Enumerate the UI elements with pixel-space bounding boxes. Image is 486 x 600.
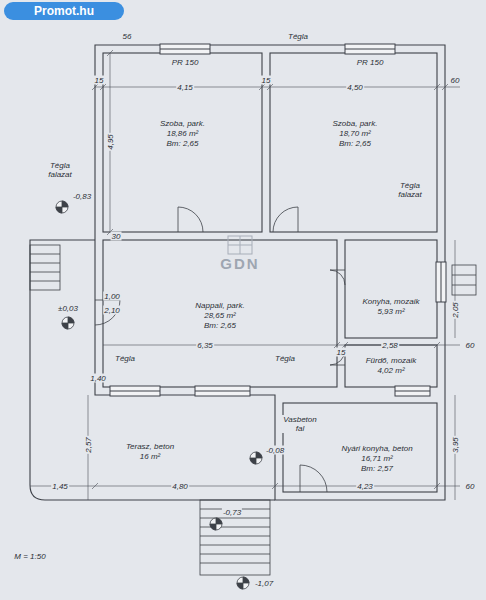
plan-annotation: 2,05 xyxy=(451,301,460,319)
room-label-box: Fürdő, mozaik4,02 m² xyxy=(348,352,434,380)
plan-annotation: M = 1:50 xyxy=(13,552,46,561)
plan-annotation: 6,35 xyxy=(196,341,214,350)
plan-annotation: 60 xyxy=(465,341,476,350)
plan-annotation: 2,57 xyxy=(84,436,93,454)
plan-annotation: 15 xyxy=(94,76,105,85)
plan-annotation: 60 xyxy=(465,482,476,491)
plan-annotation: 60 xyxy=(450,76,461,85)
room-wall xyxy=(103,240,337,387)
room-text: Nyári konyha, beton xyxy=(341,444,412,454)
room-wall xyxy=(270,53,437,232)
site-badge: Promot.hu xyxy=(4,2,124,20)
room-text: 18,86 m² xyxy=(167,129,199,139)
room-text: Fürdő, mozaik xyxy=(366,356,417,366)
room-text: 16,71 m² xyxy=(361,454,393,464)
plan-annotation: 4,15 xyxy=(176,83,194,92)
room-text: 18,70 m² xyxy=(339,129,371,139)
room-text: 28,65 m² xyxy=(204,311,236,321)
plan-annotation: PR 150 xyxy=(171,58,200,67)
outer-wall xyxy=(95,45,445,500)
room-text: 5,93 m² xyxy=(377,307,404,317)
plan-annotation: 15 xyxy=(336,348,347,357)
plan-annotation: 1,00 xyxy=(103,292,121,301)
room-text: 4,02 m² xyxy=(377,366,404,376)
room-label-box: Nyári konyha, beton16,71 m²Bm: 2,57 xyxy=(318,440,436,478)
plan-annotation: 4,80 xyxy=(171,482,189,491)
plan-annotation: 15 xyxy=(261,76,272,85)
plan-annotation: Vasbeton fal xyxy=(279,415,321,433)
plan-annotation: ±0,03 xyxy=(57,304,79,313)
room-label-box: Szoba, park.18,70 m²Bm: 2,65 xyxy=(290,110,420,158)
room-wall xyxy=(103,53,262,232)
plan-annotation: Tégla xyxy=(287,32,309,41)
plan-annotation: -1,07 xyxy=(254,579,274,588)
plan-annotation: 4,23 xyxy=(356,482,374,491)
room-text: Bm: 2,65 xyxy=(339,139,371,149)
room-label-box: Szoba, park.18,86 m²Bm: 2,65 xyxy=(120,110,245,158)
watermark-icon xyxy=(228,236,252,254)
plan-annotation: 4,95 xyxy=(106,133,115,151)
room-text: 16 m² xyxy=(140,452,160,462)
level-markers xyxy=(56,201,262,589)
plan-annotation: -0,73 xyxy=(222,508,242,517)
plan-annotation: 2,58 xyxy=(381,341,399,350)
room-text: Bm: 2,57 xyxy=(361,464,393,474)
room-text: Terasz, beton xyxy=(126,442,174,452)
plan-annotation: 56 xyxy=(122,32,133,41)
stairs xyxy=(30,245,476,575)
plan-annotation: Tégla xyxy=(114,354,136,363)
room-label-box: Nappali, park.28,65 m²Bm: 2,65 xyxy=(150,296,290,336)
plan-annotation: 1,40 xyxy=(89,374,107,383)
room-wall xyxy=(345,345,437,387)
terrace-outline xyxy=(30,240,275,500)
plan-annotation: Tégla falazat xyxy=(389,181,431,199)
plan-annotation: -0,83 xyxy=(72,192,92,201)
windows xyxy=(110,44,446,396)
plan-annotation: PR 150 xyxy=(356,58,385,67)
plan-annotation: 2,10 xyxy=(103,306,121,315)
plan-annotation: Tégla falazat xyxy=(39,161,81,179)
room-text: Szoba, park. xyxy=(160,119,205,129)
room-label-box: Konyha, mozaik5,93 m² xyxy=(348,293,434,321)
plan-annotation: 4,50 xyxy=(346,83,364,92)
room-label-box: Terasz, beton16 m² xyxy=(95,438,205,466)
room-text: Konyha, mozaik xyxy=(363,297,420,307)
room-text: Bm: 2,65 xyxy=(204,321,236,331)
dimension-lines xyxy=(30,50,460,500)
room-text: Nappali, park. xyxy=(195,301,244,311)
doors xyxy=(95,207,345,492)
room-text: Bm: 2,65 xyxy=(166,139,198,149)
plan-annotation: 30 xyxy=(111,232,122,241)
watermark: GDN xyxy=(219,256,260,272)
room-text: Szoba, park. xyxy=(333,119,378,129)
plan-annotation: 1,45 xyxy=(51,482,69,491)
plan-annotation: Tégla xyxy=(274,354,296,363)
room-wall xyxy=(345,240,437,338)
plan-annotation: -0,08 xyxy=(265,446,285,455)
plan-annotation: 3,95 xyxy=(451,436,460,454)
